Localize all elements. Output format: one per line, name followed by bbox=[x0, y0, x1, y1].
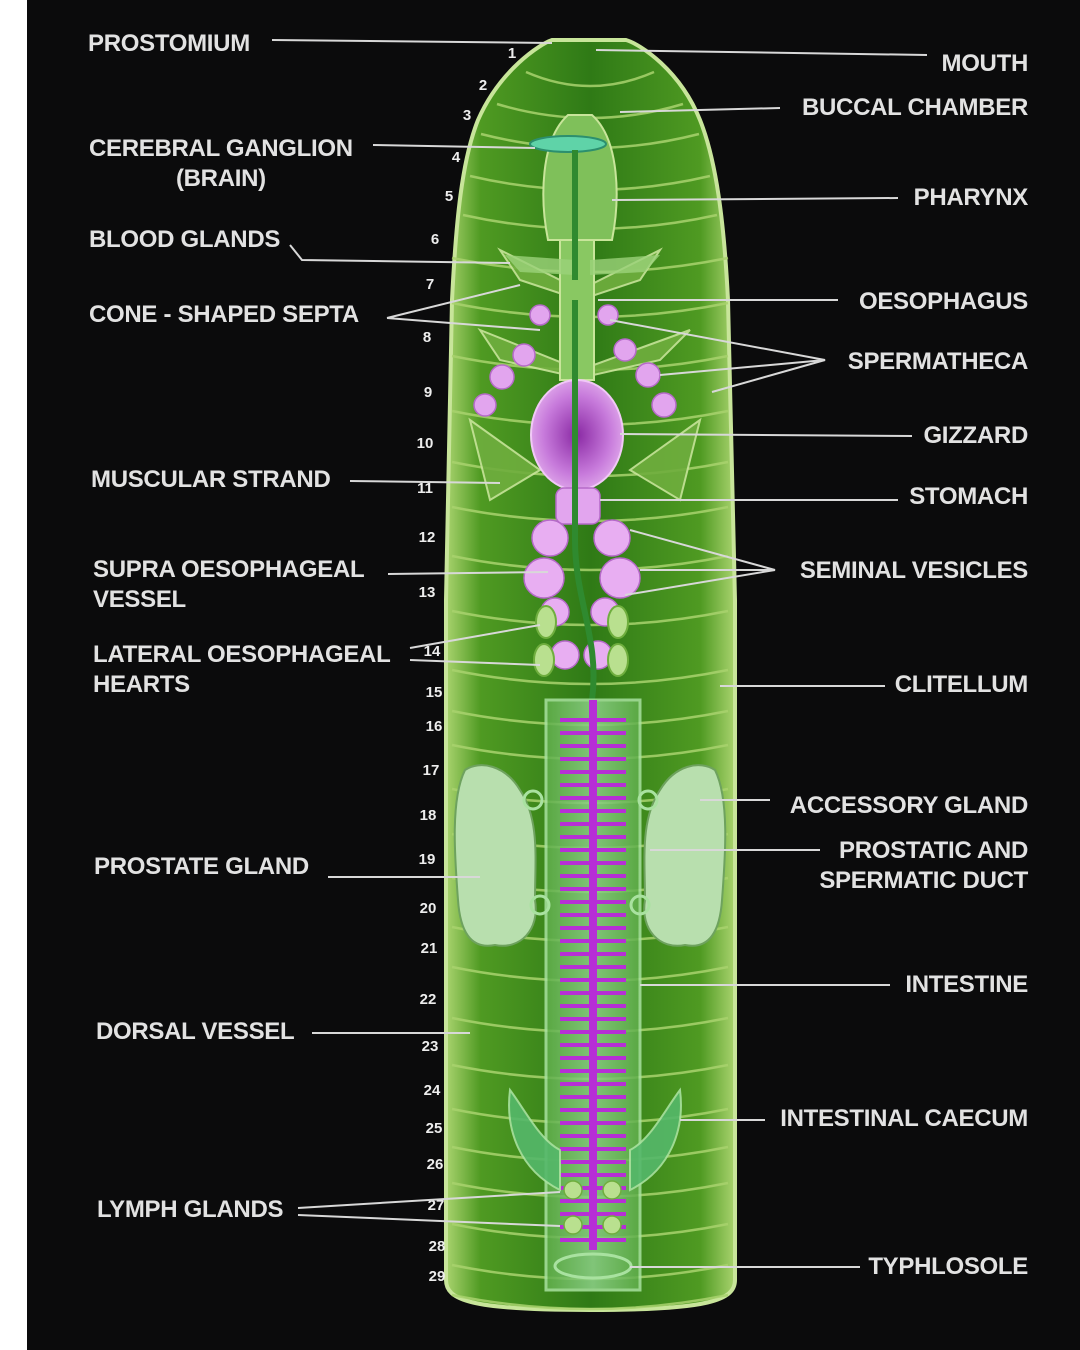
label-prostomium: PROSTOMIUM bbox=[88, 30, 250, 57]
label-mouth: MOUTH bbox=[941, 50, 1029, 77]
label-cerebral-ganglion-line1: CEREBRAL GANGLION bbox=[89, 135, 353, 162]
segment-number: 28 bbox=[429, 1238, 446, 1255]
segment-ring bbox=[451, 668, 729, 686]
segment-number: 23 bbox=[422, 1038, 439, 1055]
label-cerebral-ganglion: CEREBRAL GANGLION (BRAIN) bbox=[89, 134, 353, 194]
blood-glands-shape bbox=[505, 255, 660, 275]
label-intestinal-caecum: INTESTINAL CAECUM bbox=[780, 1105, 1028, 1132]
label-lateral-hearts-line2: HEARTS bbox=[93, 671, 190, 698]
segment-number: 25 bbox=[426, 1120, 443, 1137]
segment-number: 3 bbox=[463, 107, 471, 124]
label-buccal-chamber: BUCCAL CHAMBER bbox=[801, 94, 1028, 121]
segment-number: 9 bbox=[424, 384, 432, 401]
label-intestine: INTESTINE bbox=[905, 971, 1028, 998]
label-supra-oesophageal-vessel: SUPRA OESOPHAGEAL VESSEL bbox=[93, 555, 365, 615]
segment-ring bbox=[451, 1293, 729, 1311]
segment-ring bbox=[451, 554, 729, 572]
label-blood-glands: BLOOD GLANDS bbox=[89, 226, 281, 253]
prostate-gland-shape bbox=[453, 764, 727, 947]
label-dorsal-vessel: DORSAL VESSEL bbox=[96, 1018, 295, 1045]
lateral-hearts-shape bbox=[533, 605, 629, 677]
segment-number: 21 bbox=[421, 940, 438, 957]
segment-number: 17 bbox=[423, 762, 440, 779]
segment-number: 14 bbox=[424, 643, 441, 660]
segment-number: 4 bbox=[452, 149, 461, 166]
leader-lines bbox=[271, 39, 928, 1268]
segment-number: 24 bbox=[424, 1082, 441, 1099]
label-oesophagus: OESOPHAGUS bbox=[858, 288, 1028, 315]
label-clitellum: CLITELLUM bbox=[894, 671, 1029, 698]
lymph-glands-shape bbox=[563, 1180, 622, 1235]
segment-number: 7 bbox=[426, 276, 434, 293]
label-supra-oesophageal-line2: VESSEL bbox=[93, 586, 186, 613]
intestinal-caecum-shape bbox=[508, 1087, 682, 1192]
segment-number: 2 bbox=[479, 77, 487, 94]
label-prostatic-duct-line1: PROSTATIC AND bbox=[839, 837, 1028, 864]
label-prostatic-and-spermatic-duct: PROSTATIC AND SPERMATIC DUCT bbox=[819, 836, 1028, 896]
segment-number: 19 bbox=[419, 851, 436, 868]
segment-number: 8 bbox=[423, 329, 431, 346]
segment-number: 11 bbox=[417, 480, 433, 497]
segment-number: 12 bbox=[419, 529, 436, 546]
segment-number: 10 bbox=[417, 435, 434, 452]
segment-number: 16 bbox=[426, 718, 443, 735]
supra-oesophageal-vessel-shape bbox=[572, 150, 597, 701]
segment-number: 5 bbox=[445, 188, 453, 205]
label-seminal-vesicles: SEMINAL VESICLES bbox=[799, 557, 1028, 584]
accessory-gland-shape bbox=[522, 789, 659, 916]
pharynx-shape bbox=[542, 114, 618, 241]
segment-number: 22 bbox=[420, 991, 437, 1008]
label-lateral-hearts-line1: LATERAL OESOPHAGEAL bbox=[93, 641, 391, 668]
label-gizzard: GIZZARD bbox=[923, 422, 1028, 449]
label-cerebral-ganglion-line2: (BRAIN) bbox=[175, 165, 266, 192]
label-stomach: STOMACH bbox=[909, 483, 1028, 510]
segment-number: 6 bbox=[431, 231, 439, 248]
segment-number: 26 bbox=[427, 1156, 444, 1173]
label-prostatic-duct-line2: SPERMATIC DUCT bbox=[819, 867, 1028, 894]
earthworm-illustration: 1234567891011121314151617181920212223242… bbox=[271, 38, 928, 1313]
label-typhlosole: TYPHLOSOLE bbox=[868, 1253, 1028, 1280]
cone-shaped-septa bbox=[468, 247, 702, 502]
label-cone-shaped-septa: CONE - SHAPED SEPTA bbox=[89, 301, 359, 328]
label-muscular-strand: MUSCULAR STRAND bbox=[91, 466, 331, 493]
label-spermatheca: SPERMATHECA bbox=[847, 348, 1029, 375]
segment-number: 20 bbox=[420, 900, 437, 917]
segment-ring bbox=[525, 70, 655, 88]
segment-number: 1 bbox=[508, 45, 516, 62]
segment-number: 29 bbox=[429, 1268, 446, 1285]
label-pharynx: PHARYNX bbox=[913, 184, 1029, 211]
label-prostate-gland: PROSTATE GLAND bbox=[94, 853, 309, 880]
segment-number: 13 bbox=[419, 584, 436, 601]
label-lateral-oesophageal-hearts: LATERAL OESOPHAGEAL HEARTS bbox=[93, 640, 391, 700]
label-supra-oesophageal-line1: SUPRA OESOPHAGEAL bbox=[93, 556, 365, 583]
segment-numbers: 1234567891011121314151617181920212223242… bbox=[417, 45, 517, 1285]
label-accessory-gland: ACCESSORY GLAND bbox=[789, 792, 1029, 819]
segment-number: 18 bbox=[420, 807, 437, 824]
cerebral-ganglion-shape bbox=[529, 135, 607, 153]
segment-number: 27 bbox=[428, 1197, 445, 1214]
label-lymph-glands: LYMPH GLANDS bbox=[97, 1196, 284, 1223]
segment-number: 15 bbox=[426, 684, 443, 701]
